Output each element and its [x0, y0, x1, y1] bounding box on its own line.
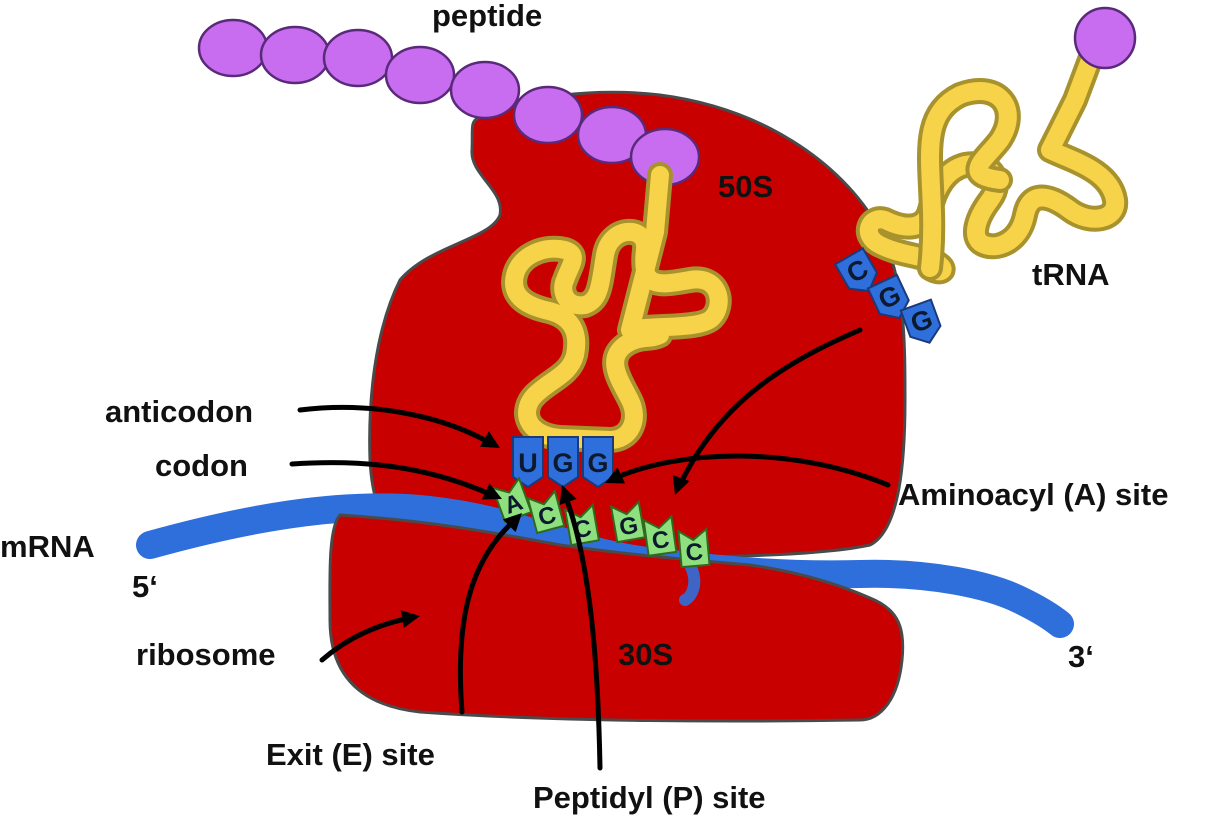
peptide-bead	[449, 60, 521, 120]
label-a-site: Aminoacyl (A) site	[898, 477, 1168, 512]
label-trna: tRNA	[1032, 257, 1110, 292]
codon-base: A	[491, 476, 533, 523]
peptide-bead	[322, 28, 394, 88]
peptide-chain	[197, 18, 701, 187]
codon-arrowhead	[481, 483, 502, 500]
incoming-anticodon-base: G	[866, 273, 910, 320]
ribosome-arrowhead	[400, 610, 420, 628]
label-mrna: mRNA	[0, 529, 95, 564]
anticodon-letter: G	[552, 448, 573, 478]
incoming-anticodon-base: G	[899, 298, 942, 344]
codon-letter: C	[650, 526, 671, 555]
anticodon-base: G	[547, 436, 579, 489]
label-five-prime: 5‘	[132, 569, 158, 604]
a-site-arrow	[612, 453, 891, 488]
codon-letter: G	[617, 512, 640, 542]
codon-base: C	[642, 514, 678, 557]
anticodon-base: U	[512, 436, 544, 489]
label-50s: 50S	[718, 169, 773, 204]
label-codon: codon	[155, 448, 248, 483]
codon-base: G	[609, 499, 647, 544]
codon-base: C	[677, 526, 711, 569]
anticodon-base: G	[582, 436, 614, 489]
p-site-arrowhead	[559, 485, 577, 505]
ribosome-arrow	[319, 615, 413, 663]
incoming-amino-acid	[1073, 6, 1137, 70]
anticodon-letter: U	[518, 448, 538, 478]
anticodon-arrow	[297, 404, 493, 446]
mrna-groove	[679, 559, 701, 606]
label-30s: 30S	[618, 637, 673, 672]
codon-letter: C	[535, 501, 559, 532]
codon-arrow	[289, 460, 495, 498]
peptide-bead	[259, 25, 331, 85]
incoming-anticodon-base: C	[833, 247, 878, 293]
label-ribosome: ribosome	[136, 637, 276, 672]
anticodon-letter: G	[587, 448, 608, 478]
trna-incoming-arrow	[677, 327, 863, 488]
arrows	[289, 327, 891, 771]
a-site-arrowhead	[605, 467, 626, 484]
label-e-site: Exit (E) site	[266, 737, 435, 772]
label-anticodon: anticodon	[105, 394, 253, 429]
label-p-site: Peptidyl (P) site	[533, 780, 766, 815]
codon-letter: C	[685, 538, 705, 566]
e-site-arrow	[457, 517, 518, 715]
anticodon-arrowhead	[479, 431, 500, 448]
trna-incoming	[855, 6, 1137, 285]
incoming-anticodon: CGG	[833, 247, 942, 344]
label-three-prime: 3‘	[1068, 639, 1094, 674]
trna-incoming-arrowhead	[672, 475, 690, 495]
label-peptide: peptide	[432, 0, 542, 33]
peptide-bead	[384, 45, 456, 105]
peptide-bead	[512, 85, 584, 145]
peptide-bead	[197, 18, 269, 78]
small-subunit-30s	[328, 513, 905, 723]
p-site-arrow	[562, 492, 603, 771]
codon-base: C	[526, 488, 566, 535]
trna-p-site	[501, 162, 732, 453]
